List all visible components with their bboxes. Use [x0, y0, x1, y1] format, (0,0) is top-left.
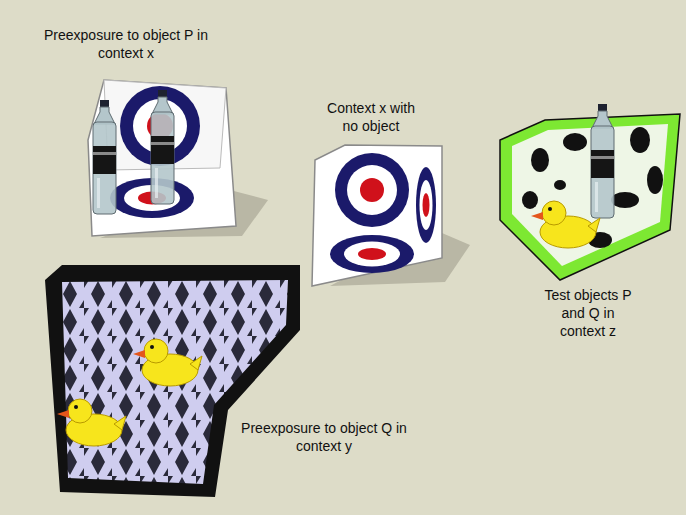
- caption-label: Context x with no object: [318, 99, 424, 135]
- caption-label: Preexposure to object Q in context y: [237, 419, 411, 455]
- caption-label: Test objects P and Q in context z: [540, 286, 636, 340]
- caption-label: Preexposure to object P in context x: [40, 26, 212, 62]
